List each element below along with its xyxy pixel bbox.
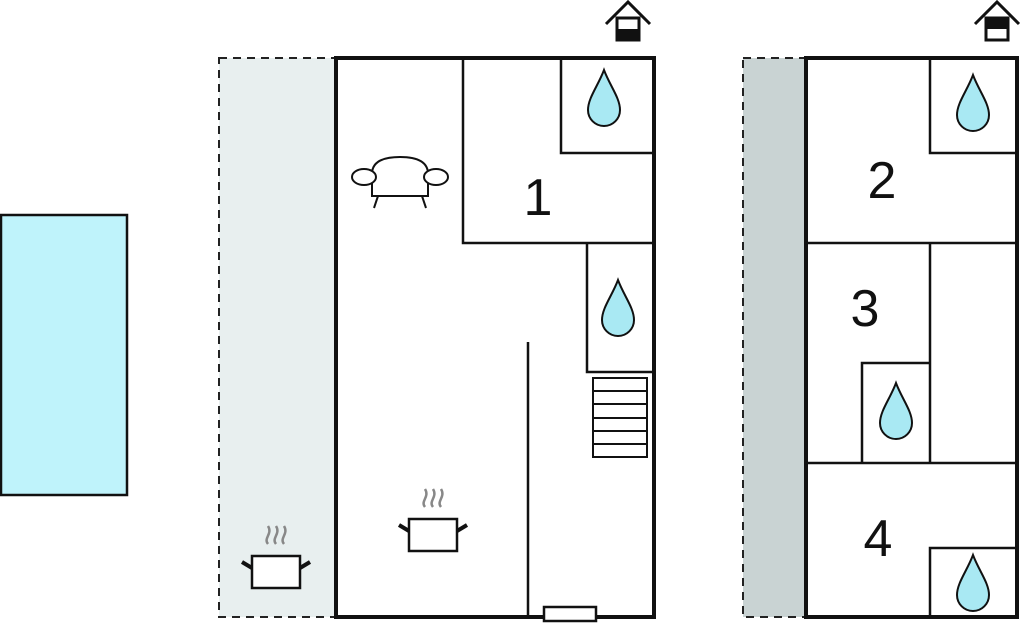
- room-1-wall: [461, 58, 654, 245]
- room-label-4: 4: [864, 510, 893, 568]
- house-upper-floor-icon: [973, 0, 1021, 42]
- stairs-icon: [592, 377, 648, 458]
- bathroom-wall: [585, 243, 654, 374]
- upper-floor-outline: [804, 56, 1019, 619]
- terrace-ground: [218, 57, 336, 618]
- bathroom-wall: [860, 361, 930, 463]
- upper-floor: 2 3 4: [742, 0, 1021, 619]
- room-label-3: 3: [851, 280, 880, 338]
- room-label-1: 1: [524, 169, 553, 227]
- entrance-door: [542, 605, 598, 623]
- sofa-icon: [351, 155, 449, 209]
- bathroom-wall: [928, 58, 1017, 155]
- ground-floor-outline: [334, 56, 656, 619]
- house-ground-floor-icon: [604, 0, 652, 42]
- pool: [0, 213, 129, 497]
- bathroom-wall: [928, 546, 1017, 617]
- ground-floor: 1: [218, 0, 656, 623]
- bathroom-wall: [559, 58, 654, 155]
- room-label-2: 2: [868, 152, 897, 210]
- terrace-upper: [742, 57, 806, 618]
